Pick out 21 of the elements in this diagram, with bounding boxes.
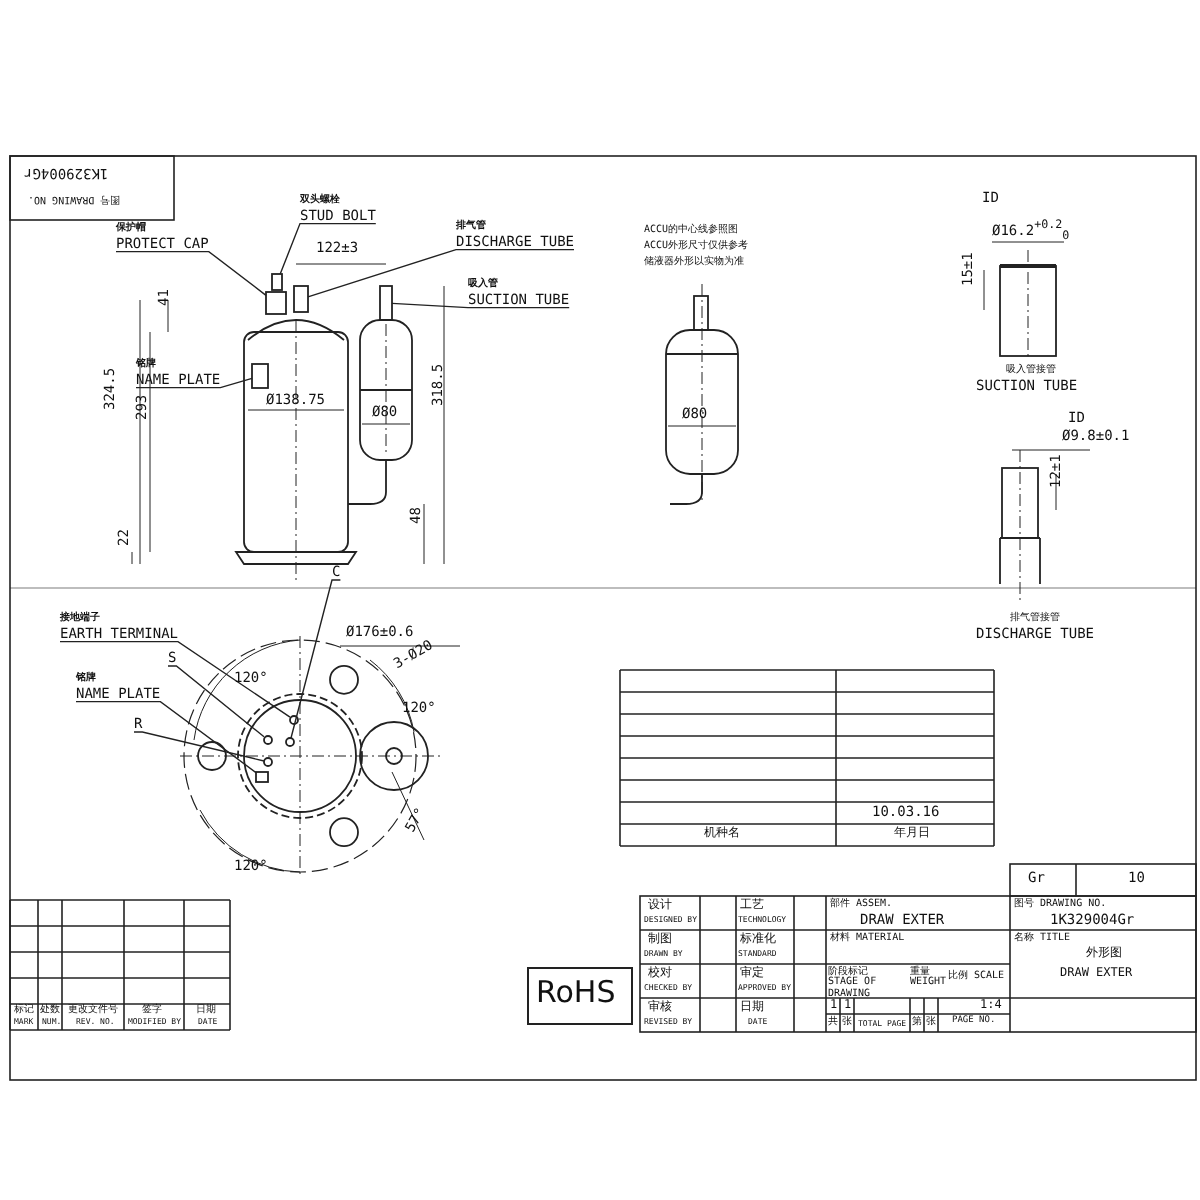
compliance-mark: RoHS: [536, 978, 616, 1010]
terminal-pin: [263, 757, 273, 767]
leader-line: [59, 640, 291, 718]
leader-line: [279, 222, 377, 275]
leader-line: [167, 665, 265, 738]
part-outline: [251, 363, 269, 389]
leader-line: [133, 731, 265, 762]
part-outline: [293, 285, 309, 313]
leader-line: [391, 302, 570, 309]
terminal-pin: [263, 735, 273, 745]
part-outline: [255, 771, 269, 783]
leader-line: [115, 250, 267, 297]
part-outline: [379, 285, 393, 321]
leader-line: [290, 579, 342, 739]
part-outline: [271, 273, 283, 291]
terminal-pin: [289, 715, 299, 725]
leader-line: [307, 248, 575, 298]
part-outline: [265, 291, 287, 315]
leader-line: [135, 377, 253, 389]
terminal-pin: [285, 737, 295, 747]
leader-line: [75, 700, 257, 774]
